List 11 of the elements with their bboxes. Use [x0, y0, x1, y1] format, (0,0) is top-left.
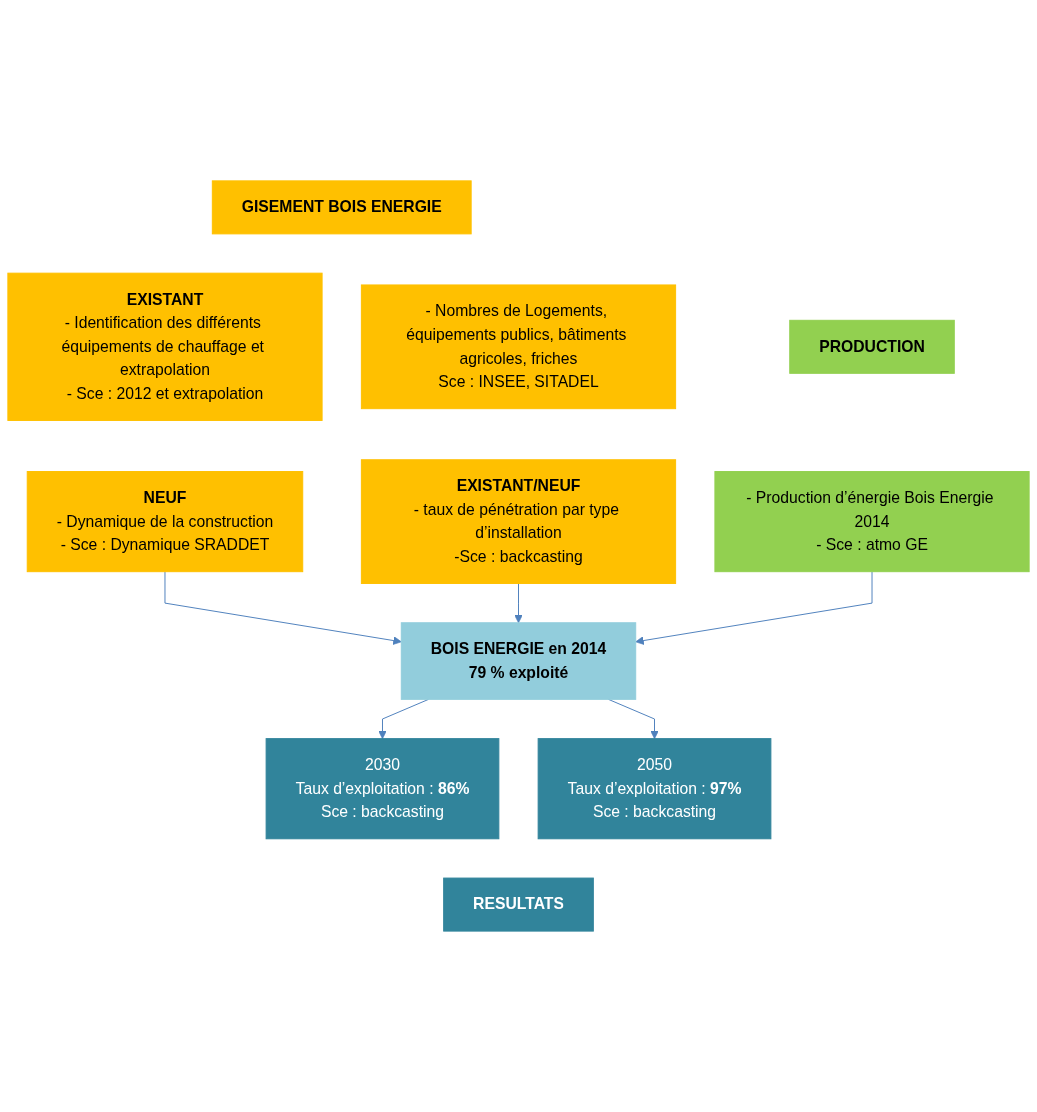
- node-box: PRODUCTION: [789, 319, 955, 374]
- node-box: 2030 Taux d’exploitation : 86% Sce : backcasting: [265, 738, 500, 840]
- node-box: - Production d’énergie Bois Energie 2014 - Sce : atmo GE: [714, 471, 1030, 573]
- node-box: GISEMENT BOIS ENERGIE: [211, 180, 472, 235]
- node-box: BOIS ENERGIE en 2014 79 % exploité: [400, 622, 637, 700]
- node-box: 2050 Taux d’exploitation : 97% Sce : backcasting: [537, 738, 772, 840]
- node-box: EXISTANT/NEUF - taux de pénétration par type d’installation -Sce : backcasting: [360, 459, 677, 584]
- node-box: EXISTANT - Identification des différents équipements de chauffage et extrapolation - Sce : 2012 et extrapolation: [7, 272, 323, 421]
- node-box: RESULTATS: [443, 877, 594, 932]
- node-box: NEUF - Dynamique de la construction - Sce : Dynamique SRADDET: [26, 471, 304, 573]
- node-box: - Nombres de Logements, équipements publics, bâtiments agricoles, friches Sce : INSEE, SITADEL: [360, 284, 677, 410]
